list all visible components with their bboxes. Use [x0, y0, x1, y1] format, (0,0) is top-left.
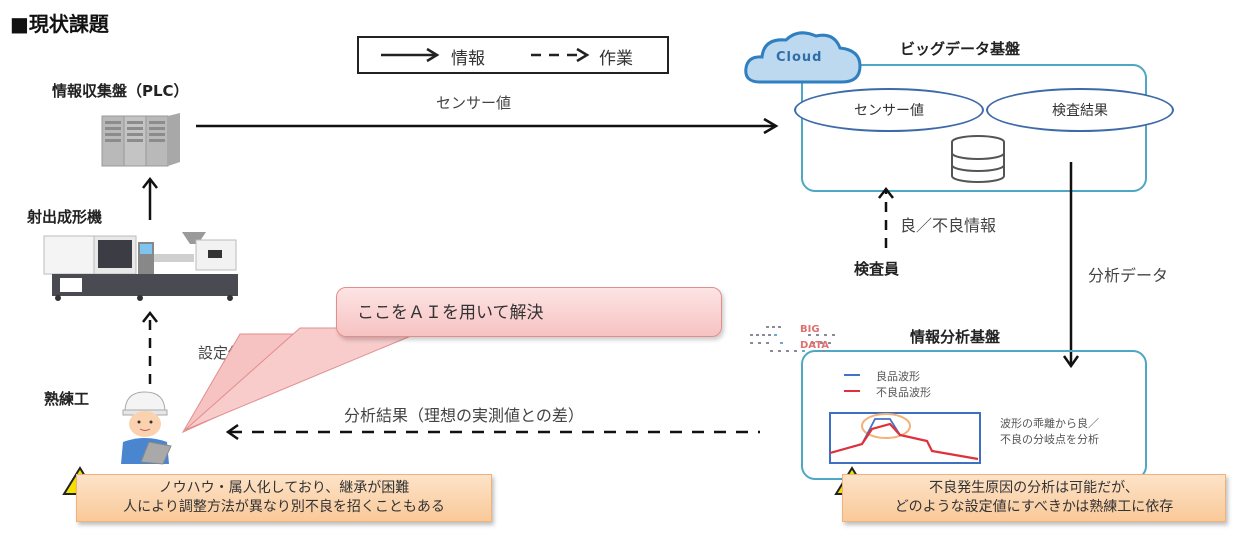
machine-label: 射出成形機 [27, 208, 103, 226]
analysis-data-label: 分析データ [1088, 266, 1169, 285]
sensor-value-edge-label: センサー値 [436, 94, 512, 112]
legend-dashed-label: 作業 [599, 49, 633, 69]
bad-wave-line [829, 422, 979, 461]
issue-line: 人により調整方法が異なり別不良を招くこともある [123, 499, 445, 515]
bad-wave-legend-label: 不良品波形 [876, 386, 931, 399]
solid-arrow-legend-icon [381, 47, 440, 63]
worker-with-tablet-icon [121, 391, 172, 465]
inspector-label: 検査員 [854, 260, 900, 278]
inspector-to-bigdata-dashed-arrow [878, 186, 894, 248]
bigdata-item-inspection-result: 検査結果 [986, 88, 1174, 132]
plc-to-bigdata-arrow [196, 117, 779, 135]
bigdata-to-analysis-arrow [1062, 162, 1080, 369]
divergence-highlight-circle [861, 413, 911, 439]
issue-line: 不良発生原因の分析は可能だが、 [929, 480, 1139, 496]
database-icon [951, 135, 1005, 183]
machine-to-plc-arrow [142, 176, 158, 220]
injection-molding-machine-icon [43, 232, 238, 301]
cloud-label: Cloud [776, 50, 823, 65]
analysis-result-label: 分析結果（理想の実測値との差） [344, 406, 584, 425]
analysis-to-expert-dashed-arrow [225, 423, 760, 441]
waveform-comparison-chart [829, 412, 981, 464]
bigdata-platform-container [801, 64, 1147, 192]
ai-solution-callout: ここをＡＩを用いて解決 [336, 287, 722, 337]
svg-text:DATA: DATA [800, 340, 829, 351]
analysis-description-line: 不良の分岐点を分析 [1000, 433, 1099, 446]
good-wave-legend-label: 良品波形 [876, 370, 920, 383]
svg-text:BIG: BIG [800, 324, 820, 335]
big-data-analysis-icon: BIG DATA [750, 324, 835, 352]
bigdata-title: ビッグデータ基盤 [900, 40, 1021, 58]
expert-label: 熟練工 [44, 390, 90, 408]
expert-to-machine-dashed-arrow [142, 310, 158, 384]
issue-line: どのような設定値にすべきかは熟練工に依存 [894, 499, 1174, 515]
legend-solid-label: 情報 [451, 49, 485, 69]
legend-box: 情報 作業 [357, 36, 669, 74]
plc-label: 情報収集盤（PLC） [52, 82, 189, 100]
cloud-icon [744, 31, 862, 84]
bigdata-item-sensor-value: センサー値 [794, 88, 984, 132]
page-title: ■現状課題 [10, 12, 109, 36]
issue-note-analysis: 不良発生原因の分析は可能だが、 どのような設定値にすべきかは熟練工に依存 [842, 474, 1226, 522]
good-bad-info-label: 良／不良情報 [900, 216, 997, 235]
wave-legend-swatches [844, 374, 860, 392]
server-rack-icon [101, 113, 180, 167]
issue-note-expert: ノウハウ・属人化しており、継承が困難 人により調整方法が異なり別不良を招くことも… [76, 474, 492, 522]
issue-line: ノウハウ・属人化しており、継承が困難 [158, 480, 410, 496]
callout-text: ここをＡＩを用いて解決 [357, 303, 544, 323]
analysis-title: 情報分析基盤 [910, 328, 1001, 346]
dashed-arrow-legend-icon [531, 47, 590, 63]
analysis-description-line: 波形の乖離から良／ [1000, 417, 1099, 430]
